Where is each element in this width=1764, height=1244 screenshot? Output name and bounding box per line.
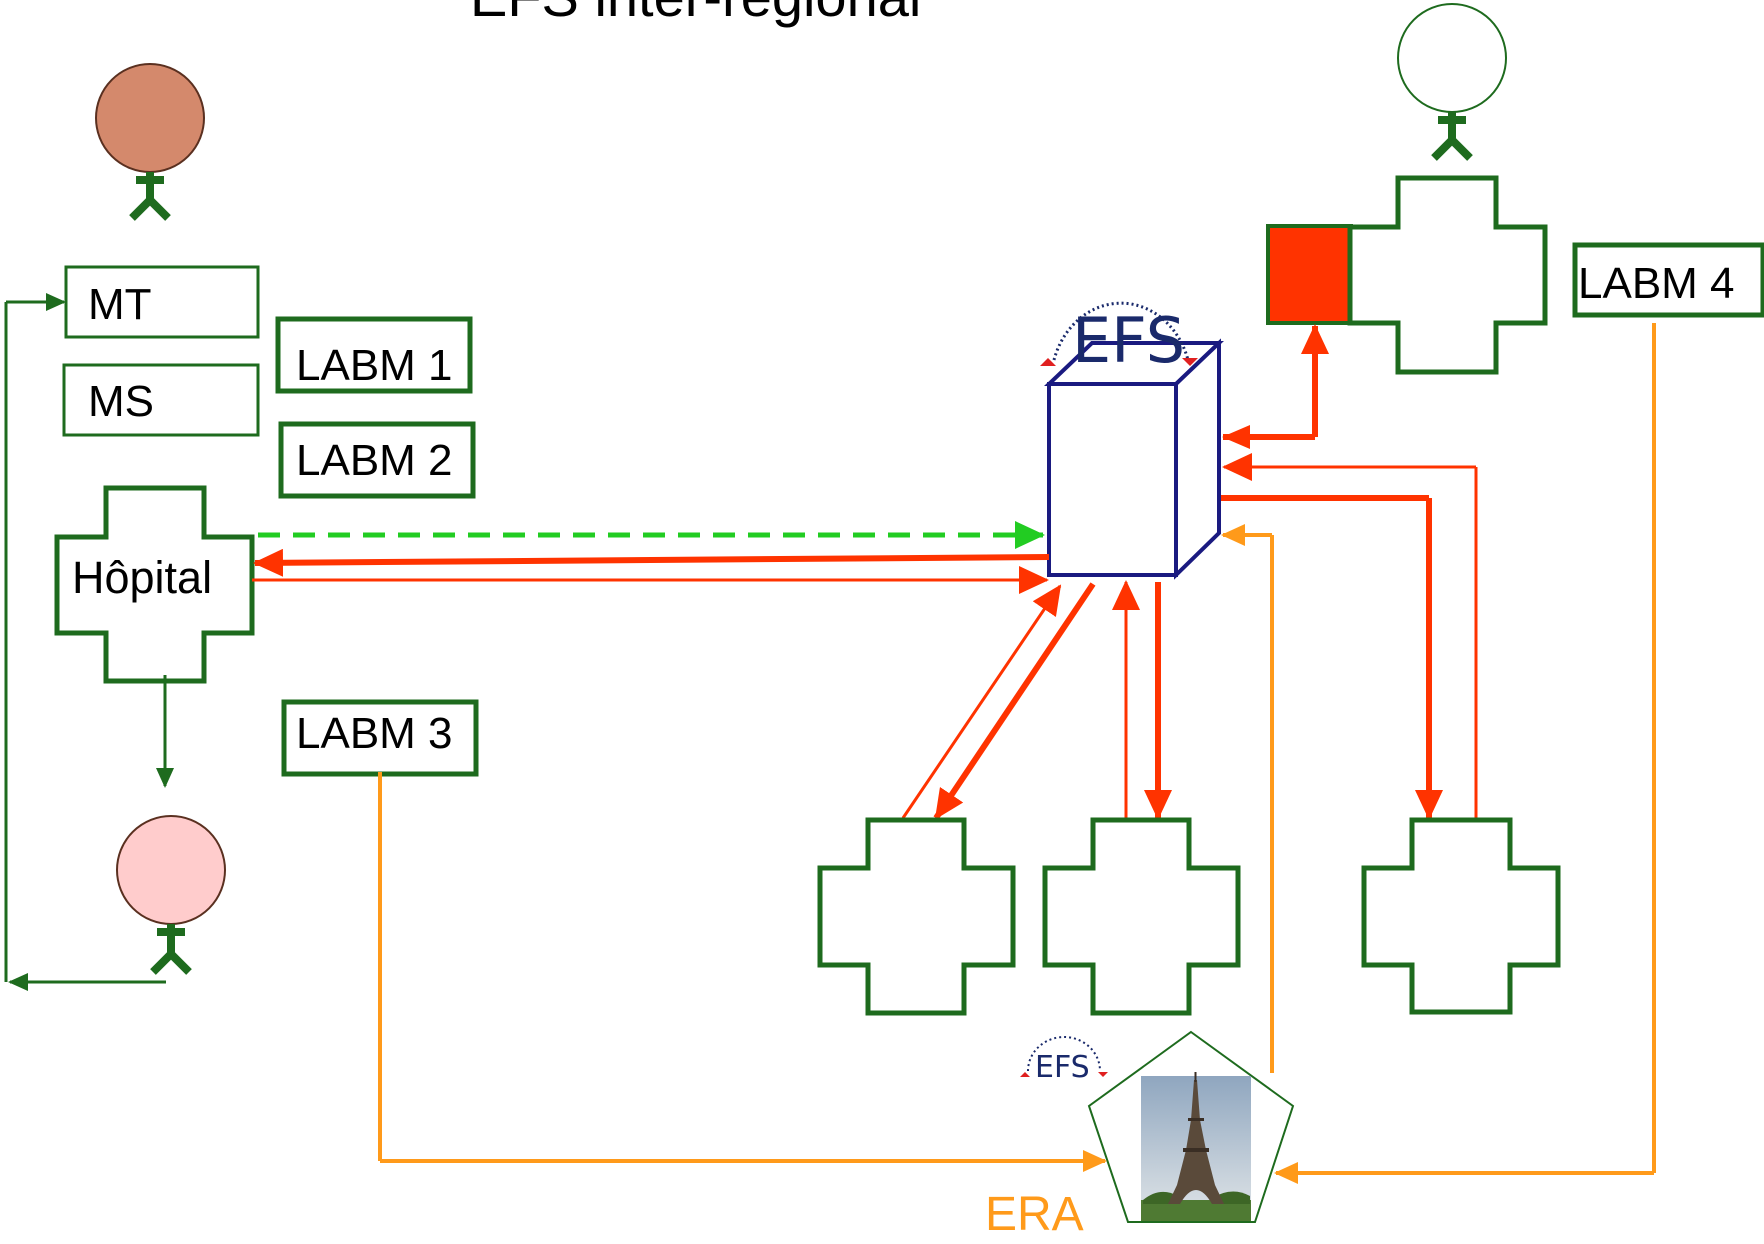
ms-box: MS — [62, 363, 260, 437]
era-label: ERA — [985, 1188, 1084, 1239]
patient-top-left — [95, 63, 205, 221]
labm2-box: LABM 2 — [278, 421, 476, 499]
diagram-title: EFS inter-régional — [470, 0, 921, 28]
patient-top-right — [1397, 3, 1507, 161]
labm2-label: LABM 2 — [296, 436, 453, 485]
patient-bottom-left — [116, 815, 226, 975]
efs-logo-text: EFS — [1072, 304, 1185, 377]
arrow-cross1-to-efs — [901, 584, 1062, 819]
efs-logo-small-text: EFS — [1035, 1050, 1090, 1085]
labm4-label: LABM 4 — [1578, 259, 1735, 308]
red-square — [1266, 224, 1353, 325]
cross-bottom-1 — [817, 817, 1016, 1016]
mt-label: MT — [88, 280, 152, 329]
arrow-era-to-efs — [1221, 524, 1274, 1073]
labm1-label: LABM 1 — [296, 341, 453, 390]
cross-bottom-2 — [1042, 817, 1241, 1016]
cross-bottom-3 — [1361, 817, 1561, 1015]
labm3-label: LABM 3 — [296, 709, 453, 758]
arrow-efs-to-cross1 — [933, 582, 1096, 820]
eiffel-tower-image — [1141, 1072, 1251, 1221]
hospital-cross: Hôpital — [54, 485, 255, 684]
efs-cube — [1044, 338, 1224, 580]
mt-box: MT — [64, 265, 260, 339]
arrow-efs-to-hospital — [253, 548, 1050, 577]
arrow-efs-cross-right — [1221, 453, 1478, 820]
arrow-efs-redsquare — [1222, 324, 1329, 449]
arrow-labm3-to-era — [378, 772, 1107, 1172]
labm4-box: LABM 4 — [1572, 242, 1764, 318]
ms-label: MS — [88, 377, 154, 426]
cross-top-right — [1347, 175, 1548, 375]
labm3-box: LABM 3 — [281, 699, 479, 777]
efs-logo-small: EFS — [1020, 1036, 1108, 1085]
arrow-labm4-to-era — [1274, 323, 1656, 1184]
loop-patient-to-mt — [4, 293, 166, 991]
efs-logo-large: EFS — [1040, 301, 1198, 377]
labm1-box: LABM 1 — [275, 316, 473, 394]
hospital-label: Hôpital — [72, 552, 212, 603]
